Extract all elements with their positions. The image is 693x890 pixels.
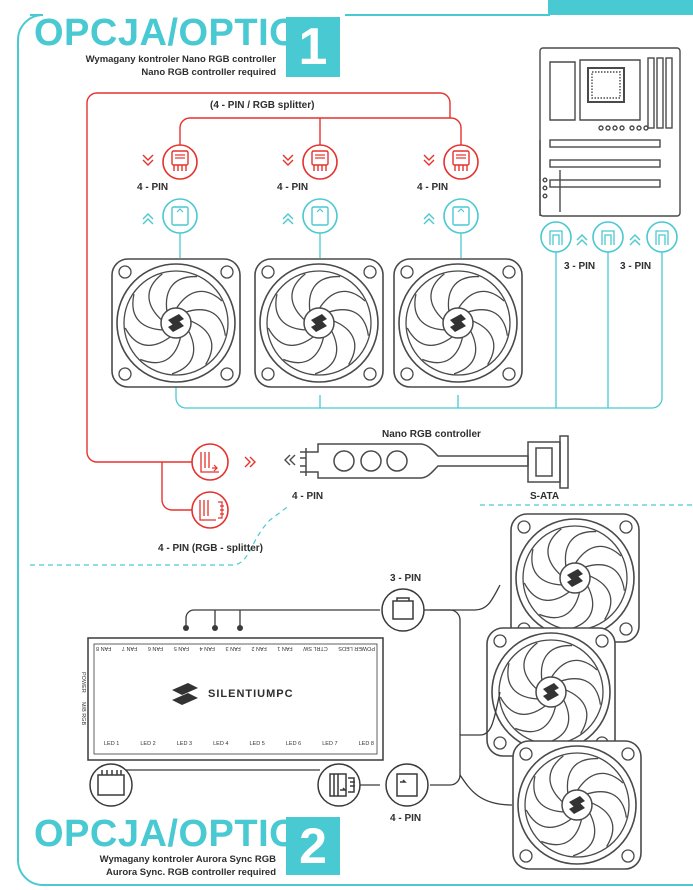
hub-port: LED 1 <box>104 741 120 747</box>
option2-subtitle-en: Aurora Sync. RGB controller required <box>106 867 276 878</box>
four-pin-label-nano: 4 - PIN <box>292 491 324 502</box>
chevron-icon <box>284 454 296 466</box>
hub-port: LED 6 <box>285 741 302 747</box>
hub-port: LED 4 <box>213 741 229 747</box>
hub-port: FAN 5 <box>173 645 190 651</box>
red-connectors <box>142 144 479 180</box>
hub-wiring-dots <box>183 625 243 631</box>
rgb-splitter-label: 4 - PIN (RGB - splitter) <box>158 543 264 554</box>
sata-label: S-ATA <box>530 491 560 502</box>
three-pin-label-1: 3 - PIN <box>564 261 596 272</box>
hub-port: FAN 8 <box>96 645 112 651</box>
hub-brand: SILENTIUMPC <box>208 688 294 700</box>
fan-icon <box>510 513 640 643</box>
connector-icon <box>381 588 425 632</box>
option1-title: OPCJA/OPTION <box>34 12 328 54</box>
controller-icon <box>300 443 529 479</box>
sata-icon <box>527 435 569 489</box>
separator-left <box>30 504 291 566</box>
fan-icon <box>486 627 616 757</box>
blue-wiring <box>175 252 663 409</box>
fan-icon <box>512 740 642 870</box>
hub-side-mb: M/B RGB <box>80 702 86 726</box>
hub-port: POWER LEDS <box>338 645 375 651</box>
hub-port: LED 3 <box>176 741 193 747</box>
three-pin-label-hub: 3 - PIN <box>390 573 422 584</box>
red-wiring <box>86 92 462 511</box>
four-pin-label-2: 4 - PIN <box>277 182 309 193</box>
connector-icon <box>89 763 429 807</box>
four-pin-label-1: 4 - PIN <box>137 182 169 193</box>
motherboard-icon <box>539 47 681 217</box>
fan-icon <box>393 258 523 388</box>
splitter-top-label: (4 - PIN / RGB splitter) <box>210 100 315 111</box>
fan-icon <box>254 258 384 388</box>
corner-tab <box>548 0 693 15</box>
three-pin-label-2: 3 - PIN <box>620 261 652 272</box>
hub-bottom-ports: LED 1 LED 2 LED 3 LED 4 LED 5 LED 6 LED … <box>104 741 374 747</box>
hub-port: CTRL SW <box>303 645 328 651</box>
four-pin-label-hub: 4 - PIN <box>390 813 422 824</box>
connector-icon <box>540 221 678 253</box>
hub-port: LED 2 <box>140 741 156 747</box>
hub-icon <box>87 637 384 761</box>
hub-port: LED 5 <box>249 741 265 747</box>
option1-subtitle-pl: Wymagany kontroler Nano RGB controller <box>85 54 276 65</box>
nano-controller-label: Nano RGB controller <box>382 429 481 440</box>
red-connector-icon <box>191 443 256 529</box>
hub-port: FAN 1 <box>277 645 293 651</box>
option2-title: OPCJA/OPTION <box>34 813 328 855</box>
option1-subtitle-en: Nano RGB controller required <box>141 67 276 78</box>
hub-port: FAN 2 <box>251 645 267 651</box>
hub-port: FAN 3 <box>225 645 241 651</box>
blue-connectors <box>142 198 479 258</box>
hub-port: LED 7 <box>322 741 338 747</box>
option2-badge: 2 <box>286 817 340 875</box>
hub-port: FAN 6 <box>147 645 164 651</box>
option2-subtitle-pl: Wymagany kontroler Aurora Sync RGB <box>99 854 276 865</box>
hub-port: FAN 4 <box>199 645 215 651</box>
hub-port: LED 8 <box>358 741 374 747</box>
hub-top-ports: POWER LEDS CTRL SW FAN 1 FAN 2 FAN 3 FAN… <box>96 645 375 651</box>
fan-icon <box>111 258 241 388</box>
frame-top <box>17 14 693 886</box>
hub-port: FAN 7 <box>121 645 138 651</box>
option1-badge: 1 <box>286 17 340 77</box>
four-pin-label-3: 4 - PIN <box>417 182 449 193</box>
